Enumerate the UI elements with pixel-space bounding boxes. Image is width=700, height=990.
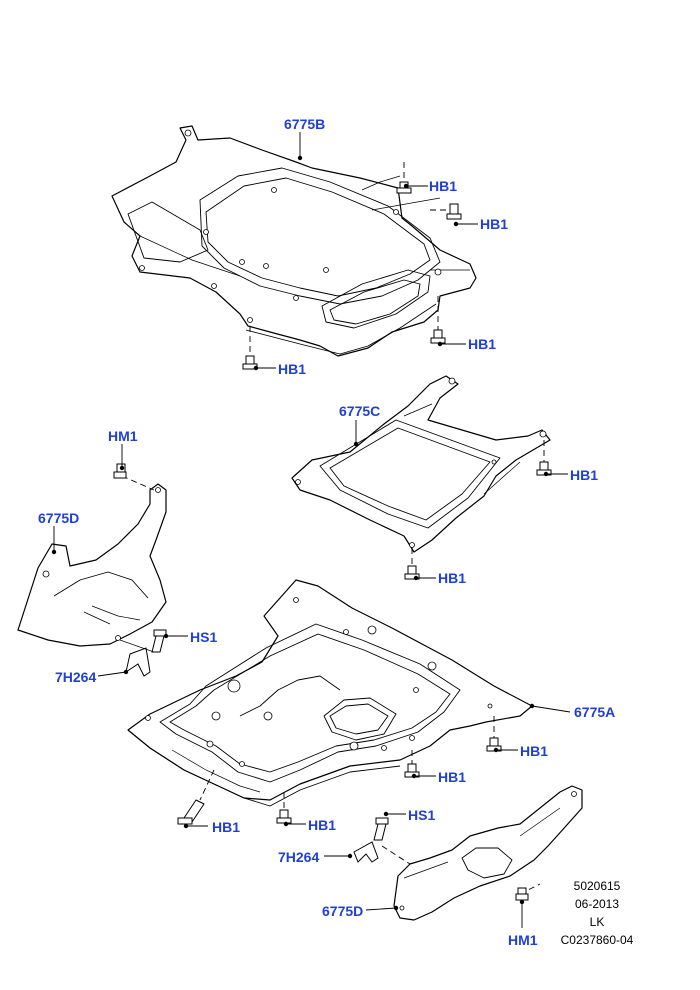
reference-number: 5020615	[574, 879, 621, 893]
fasteners	[113, 162, 552, 901]
callout-hb1: HB1	[278, 361, 306, 377]
reference-block: 5020615 06-2013 LK C0237860-04	[561, 879, 634, 947]
callout-hb1: HB1	[429, 178, 457, 194]
callout-hb1: HB1	[468, 336, 496, 352]
shield-6775a	[127, 579, 533, 807]
callout-6775d: 6775D	[322, 903, 363, 919]
callout-7h264: 7H264	[278, 849, 319, 865]
shield-6775c	[291, 375, 551, 553]
callout-hb1: HB1	[520, 743, 548, 759]
callout-6775a: 6775A	[574, 704, 615, 720]
callout-hb1: HB1	[212, 819, 240, 835]
shield-6775b	[111, 125, 477, 357]
callout-7h264: 7H264	[55, 669, 96, 685]
callout-labels: 6775B HB1 HB1 HB1 HB1 6775C HB1 HB1 HM1 …	[38, 116, 615, 948]
leader-lines	[51, 132, 571, 928]
callout-hm1: HM1	[508, 932, 538, 948]
callout-6775d: 6775D	[38, 510, 79, 526]
callout-hb1: HB1	[570, 467, 598, 483]
callout-hb1: HB1	[438, 570, 466, 586]
callout-hb1: HB1	[480, 216, 508, 232]
callout-6775c: 6775C	[339, 403, 380, 419]
reference-code: LK	[590, 915, 605, 929]
shield-6775d-left	[17, 483, 167, 647]
shield-6775d-right	[393, 785, 583, 921]
callout-6775b: 6775B	[284, 116, 325, 132]
reference-drawing-id: C0237860-04	[561, 933, 634, 947]
callout-hs1: HS1	[408, 807, 435, 823]
callout-hs1: HS1	[190, 629, 217, 645]
callout-hm1: HM1	[108, 428, 138, 444]
callout-hb1: HB1	[438, 769, 466, 785]
reference-date: 06-2013	[575, 897, 619, 911]
callout-hb1: HB1	[308, 817, 336, 833]
